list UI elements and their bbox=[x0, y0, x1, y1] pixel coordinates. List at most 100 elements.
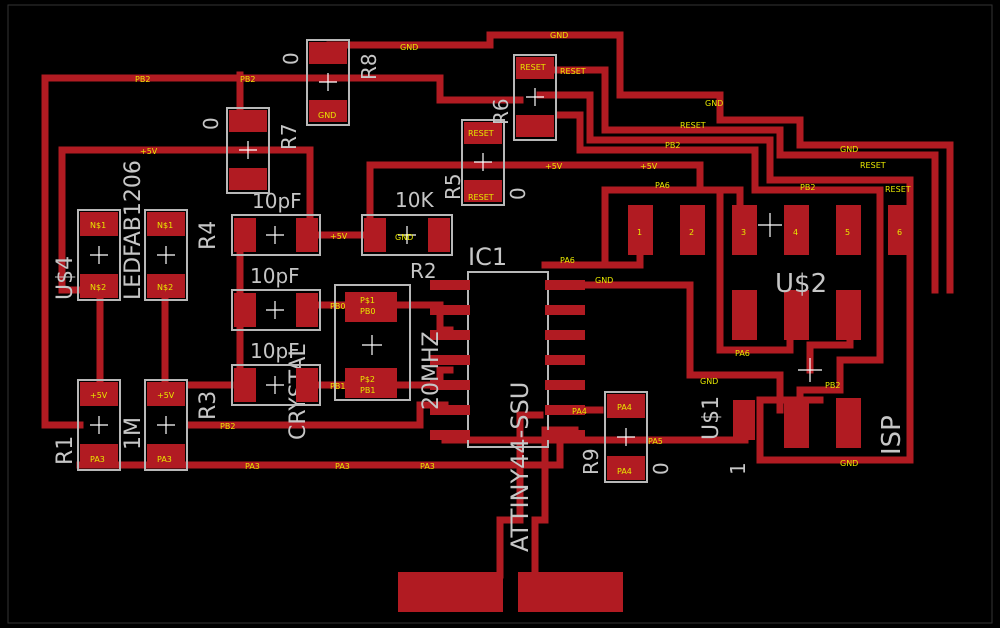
r9-pad-1 bbox=[607, 394, 645, 418]
isp-label-6: 6 bbox=[897, 228, 902, 237]
c3-value: 10pF bbox=[250, 339, 300, 363]
led-right-outline bbox=[144, 209, 188, 301]
r3-name: R3 bbox=[196, 391, 221, 420]
resistor-r6: RESET R6 bbox=[489, 54, 557, 141]
ic1-pin-14 bbox=[545, 280, 585, 290]
r7-outline bbox=[226, 107, 270, 194]
c2-pad-1 bbox=[234, 293, 256, 327]
net-label-pb2-right: PB2 bbox=[665, 141, 680, 150]
r2-pad-2 bbox=[428, 218, 450, 252]
c2-pad-2 bbox=[296, 293, 318, 327]
r9-pad-2-label: PA4 bbox=[617, 467, 632, 476]
net-label-pb2-bot: PB2 bbox=[220, 422, 235, 431]
ic1-pin-7 bbox=[430, 430, 470, 440]
trace-reset-b bbox=[536, 91, 914, 374]
isp-pad-top-6 bbox=[888, 205, 913, 255]
r5-outline bbox=[461, 119, 505, 206]
isp-pad-top-5 bbox=[836, 205, 861, 255]
led-right-pad-1 bbox=[147, 212, 185, 236]
crystal-outline bbox=[334, 284, 411, 401]
r9-name: R9 bbox=[579, 448, 603, 475]
c1-pad-1 bbox=[234, 218, 256, 252]
c2-outline bbox=[231, 289, 321, 331]
r8-value: 0 bbox=[279, 52, 303, 65]
isp-pad-top-2 bbox=[680, 205, 705, 255]
isp-pad-top-3 bbox=[732, 205, 757, 255]
usd1-pad-1 bbox=[733, 400, 755, 440]
net-label-vcc-c1: +5V bbox=[330, 232, 348, 241]
isp-pad-mid-4 bbox=[784, 290, 809, 340]
r2-pad-1 bbox=[364, 218, 386, 252]
c3-pad-2 bbox=[296, 368, 318, 402]
usd1-name: U$1 bbox=[699, 396, 724, 440]
net-label-vcc-top: +5V bbox=[140, 147, 158, 156]
isp-header: 1 2 3 4 5 6 U$2 ISP bbox=[628, 205, 913, 455]
isp-label-5: 5 bbox=[845, 228, 850, 237]
crystal-pad-2 bbox=[345, 368, 397, 398]
r5-pad-2-label: RESET bbox=[468, 193, 494, 202]
r9-pad-2 bbox=[607, 456, 645, 480]
net-label-vcc-r5b: +5V bbox=[640, 162, 658, 171]
net-label-gnd-ic: GND bbox=[595, 276, 613, 285]
resistor-r2: 10K R2 bbox=[361, 188, 453, 283]
r6-pad-1-label: RESET bbox=[520, 63, 546, 72]
r9-outline bbox=[604, 391, 648, 483]
net-label-gnd-b: GND bbox=[705, 99, 723, 108]
isp-pad-mid-2 bbox=[732, 290, 757, 340]
trace-gnd-top bbox=[326, 31, 954, 294]
r5-pad-2 bbox=[464, 180, 502, 202]
isp-pad-bot-3 bbox=[784, 398, 809, 448]
isp-pad-mid-6 bbox=[836, 290, 861, 340]
ic1-pin-13 bbox=[545, 305, 585, 315]
trace-pa6 bbox=[601, 186, 794, 354]
r1-pad-2-label: PA3 bbox=[90, 455, 105, 464]
usd1-connector: U$1 1 bbox=[699, 396, 755, 475]
trace-pb2-right bbox=[556, 111, 884, 424]
r5-pad-1-label: RESET bbox=[468, 129, 494, 138]
isp-pad-bot-5 bbox=[836, 398, 861, 448]
trace-ic-gnd bbox=[571, 281, 784, 414]
capacitor-c1: 10pF bbox=[231, 189, 321, 256]
ic1-pin-9 bbox=[545, 405, 585, 415]
net-label-gnd-top: GND bbox=[400, 43, 418, 52]
usd4-name: U$4 bbox=[53, 256, 78, 300]
net-label-pa6-a: PA6 bbox=[655, 181, 670, 190]
led-left-pad-2 bbox=[80, 274, 118, 298]
crystal-net-pb1: PB1 bbox=[360, 386, 375, 395]
net-label-gnd-top2: GND bbox=[550, 31, 568, 40]
r1-value: 1M bbox=[121, 417, 146, 450]
r1-pad-2 bbox=[80, 444, 118, 468]
r8-pad-2 bbox=[309, 100, 347, 122]
r9-pad-1-label: PA4 bbox=[617, 403, 632, 412]
trace-vcc-left bbox=[58, 146, 314, 294]
r4-name: R4 bbox=[196, 221, 221, 250]
isp-label-3: 3 bbox=[741, 228, 746, 237]
net-label-pb2-isp: PB2 bbox=[825, 381, 840, 390]
net-label-pa5: PA5 bbox=[648, 437, 663, 446]
c3-pad-1 bbox=[234, 368, 256, 402]
net-label-gnd-c1: GND bbox=[395, 233, 413, 242]
led-left: N$1 N$2 U$4 bbox=[53, 209, 121, 301]
r9-value: 0 bbox=[649, 462, 673, 475]
net-label-reset-a: RESET bbox=[560, 67, 586, 76]
r8-pad-1 bbox=[309, 42, 347, 64]
led-right: N$1 N$2 LEDFAB1206 bbox=[121, 160, 188, 301]
resistor-r3: +5V PA3 1M R3 bbox=[121, 379, 221, 471]
ic1-pin-10 bbox=[545, 380, 585, 390]
c2-value: 10pF bbox=[250, 264, 300, 288]
led-right-pad-2-label: N$2 bbox=[157, 283, 173, 292]
r5-name: R5 bbox=[441, 173, 465, 200]
ic1-value: ATTINY44-SSU bbox=[506, 382, 534, 552]
usd2-value: ISP bbox=[877, 415, 907, 455]
crystal-net-pb0: PB0 bbox=[360, 307, 375, 316]
r6-outline bbox=[513, 54, 557, 141]
trace-vcc-r5 bbox=[366, 161, 744, 224]
net-label-gnd-bot: GND bbox=[840, 459, 858, 468]
crystal-pad-1 bbox=[345, 292, 397, 322]
net-label-pa3-a: PA3 bbox=[245, 462, 260, 471]
ic1-pin-11 bbox=[545, 355, 585, 365]
isp-label-2: 2 bbox=[689, 228, 694, 237]
resistor-r9: PA4 PA4 R9 0 bbox=[579, 391, 673, 483]
r7-value: 0 bbox=[199, 117, 223, 130]
c1-outline bbox=[231, 214, 321, 256]
